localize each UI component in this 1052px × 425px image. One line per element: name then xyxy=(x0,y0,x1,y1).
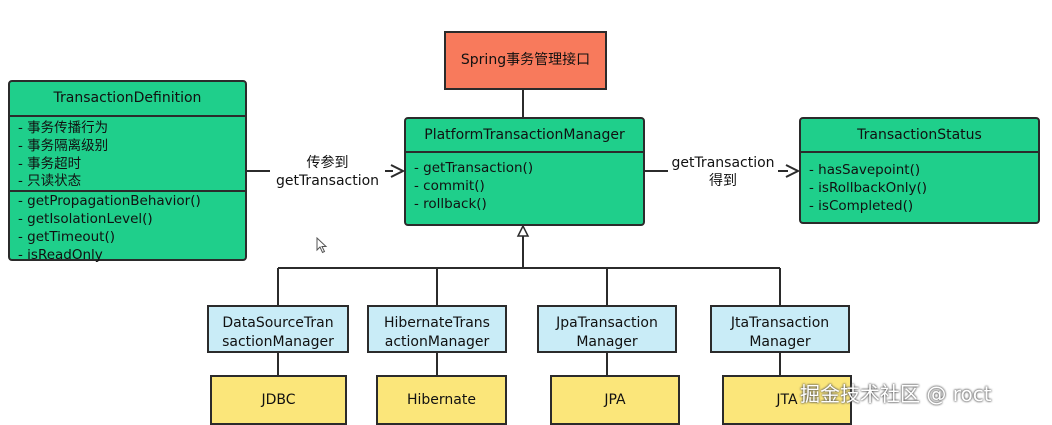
definition-attribute: - 只读状态 xyxy=(18,173,82,189)
impl-jta-transaction-manager: JtaTransaction Manager xyxy=(710,305,850,353)
status-method: - hasSavepoint() xyxy=(809,162,921,178)
tech-hibernate: Hibernate xyxy=(376,375,507,425)
spring-interface-label: Spring事务管理接口 xyxy=(460,52,591,68)
manager-method: - getTransaction() xyxy=(414,160,534,176)
definition-attribute: - 事务传播行为 xyxy=(18,120,109,136)
tech-jpa: JPA xyxy=(550,375,680,425)
transaction-status-box: TransactionStatus - hasSavepoint() - isR… xyxy=(799,117,1040,224)
definition-method: - getTimeout() xyxy=(18,229,116,245)
impl-hibernate-transaction-manager: HibernateTrans actionManager xyxy=(367,305,507,353)
definition-method: - getPropagationBehavior() xyxy=(18,193,201,209)
definition-attribute: - 事务超时 xyxy=(18,156,82,172)
impl-jpa-transaction-manager: JpaTransaction Manager xyxy=(537,305,677,353)
edge-label-get-transaction-result: getTransaction 得到 xyxy=(668,154,778,190)
edge-label-pass-to-get-transaction: 传参到 getTransaction xyxy=(270,154,385,190)
mouse-cursor-icon xyxy=(316,237,328,254)
transaction-definition-box: TransactionDefinition - 事务传播行为 - 事务隔离级别 … xyxy=(8,80,247,263)
impl-datasource-transaction-manager: DataSourceTran sactionManager xyxy=(207,305,349,353)
status-method: - isCompleted() xyxy=(809,198,914,214)
transaction-status-title: TransactionStatus xyxy=(857,127,982,143)
manager-method: - rollback() xyxy=(414,196,487,212)
platform-transaction-manager-box: PlatformTransactionManager - getTransact… xyxy=(404,117,645,226)
definition-method: - getIsolationLevel() xyxy=(18,211,153,227)
manager-method: - commit() xyxy=(414,178,485,194)
definition-attribute: - 事务隔离级别 xyxy=(18,138,109,154)
tech-jta: JTA xyxy=(722,375,852,425)
spring-interface-box: Spring事务管理接口 xyxy=(444,31,607,90)
platform-transaction-manager-title: PlatformTransactionManager xyxy=(424,127,625,143)
definition-method: - isReadOnly xyxy=(18,247,103,263)
tech-jdbc: JDBC xyxy=(210,375,347,425)
watermark: 掘金技术社区 @ roct xyxy=(800,382,992,406)
transaction-definition-title: TransactionDefinition xyxy=(53,90,202,106)
status-method: - isRollbackOnly() xyxy=(809,180,928,196)
